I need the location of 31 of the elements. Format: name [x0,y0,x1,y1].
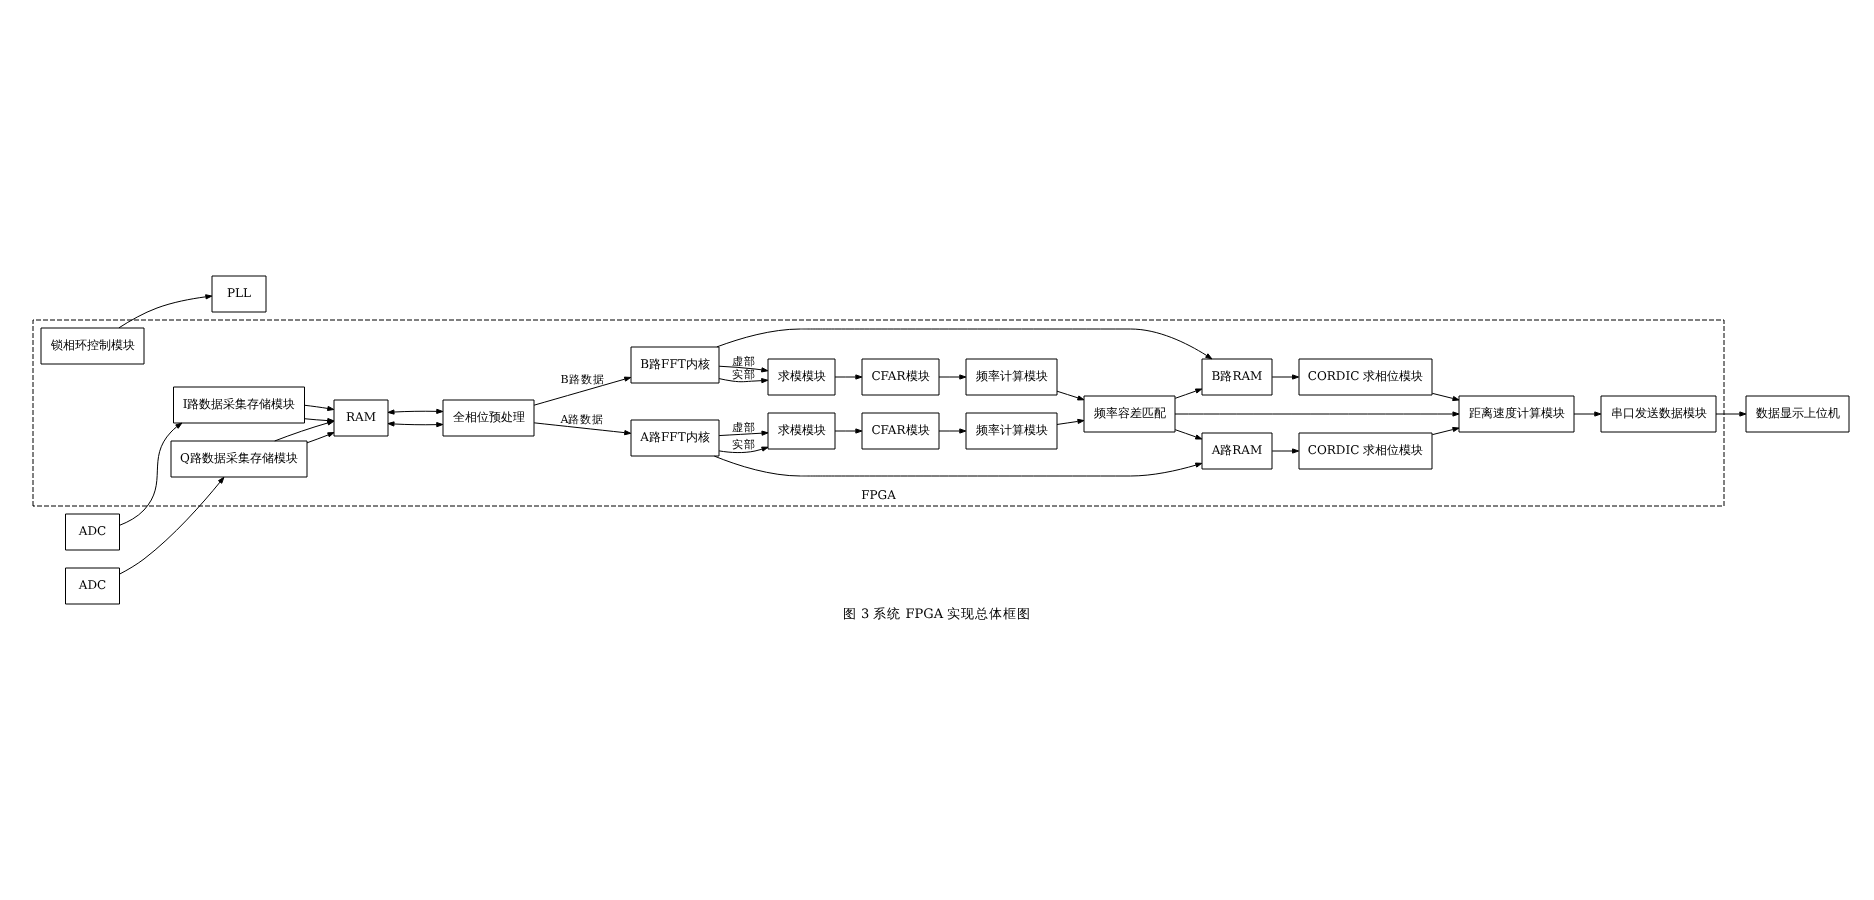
arrow [713,454,1203,476]
arrow [306,431,335,443]
arrow [1431,425,1460,435]
arrow [1174,428,1203,439]
arrow [387,407,444,414]
arrow [716,327,1213,359]
arrow [1431,391,1460,401]
arrow [1271,373,1300,379]
arrow [718,377,769,383]
arrow [533,421,632,435]
arrow [387,420,444,427]
arrow [118,293,213,328]
arrow [274,419,335,441]
arrow [1174,410,1460,416]
arrow [1056,417,1085,424]
arrow [1271,447,1300,453]
arrow [718,364,769,372]
arrow [533,375,632,405]
arrow [718,445,769,453]
arrow [718,429,769,436]
arrow [938,373,967,379]
arrow [834,373,863,379]
arrow [304,403,335,411]
arrow [119,421,183,525]
arrow [1715,410,1747,416]
arrow [1174,387,1203,398]
arrow [834,427,863,433]
arrow [119,475,225,574]
arrow [1056,389,1085,400]
arrow [938,427,967,433]
arrow [1573,410,1602,416]
